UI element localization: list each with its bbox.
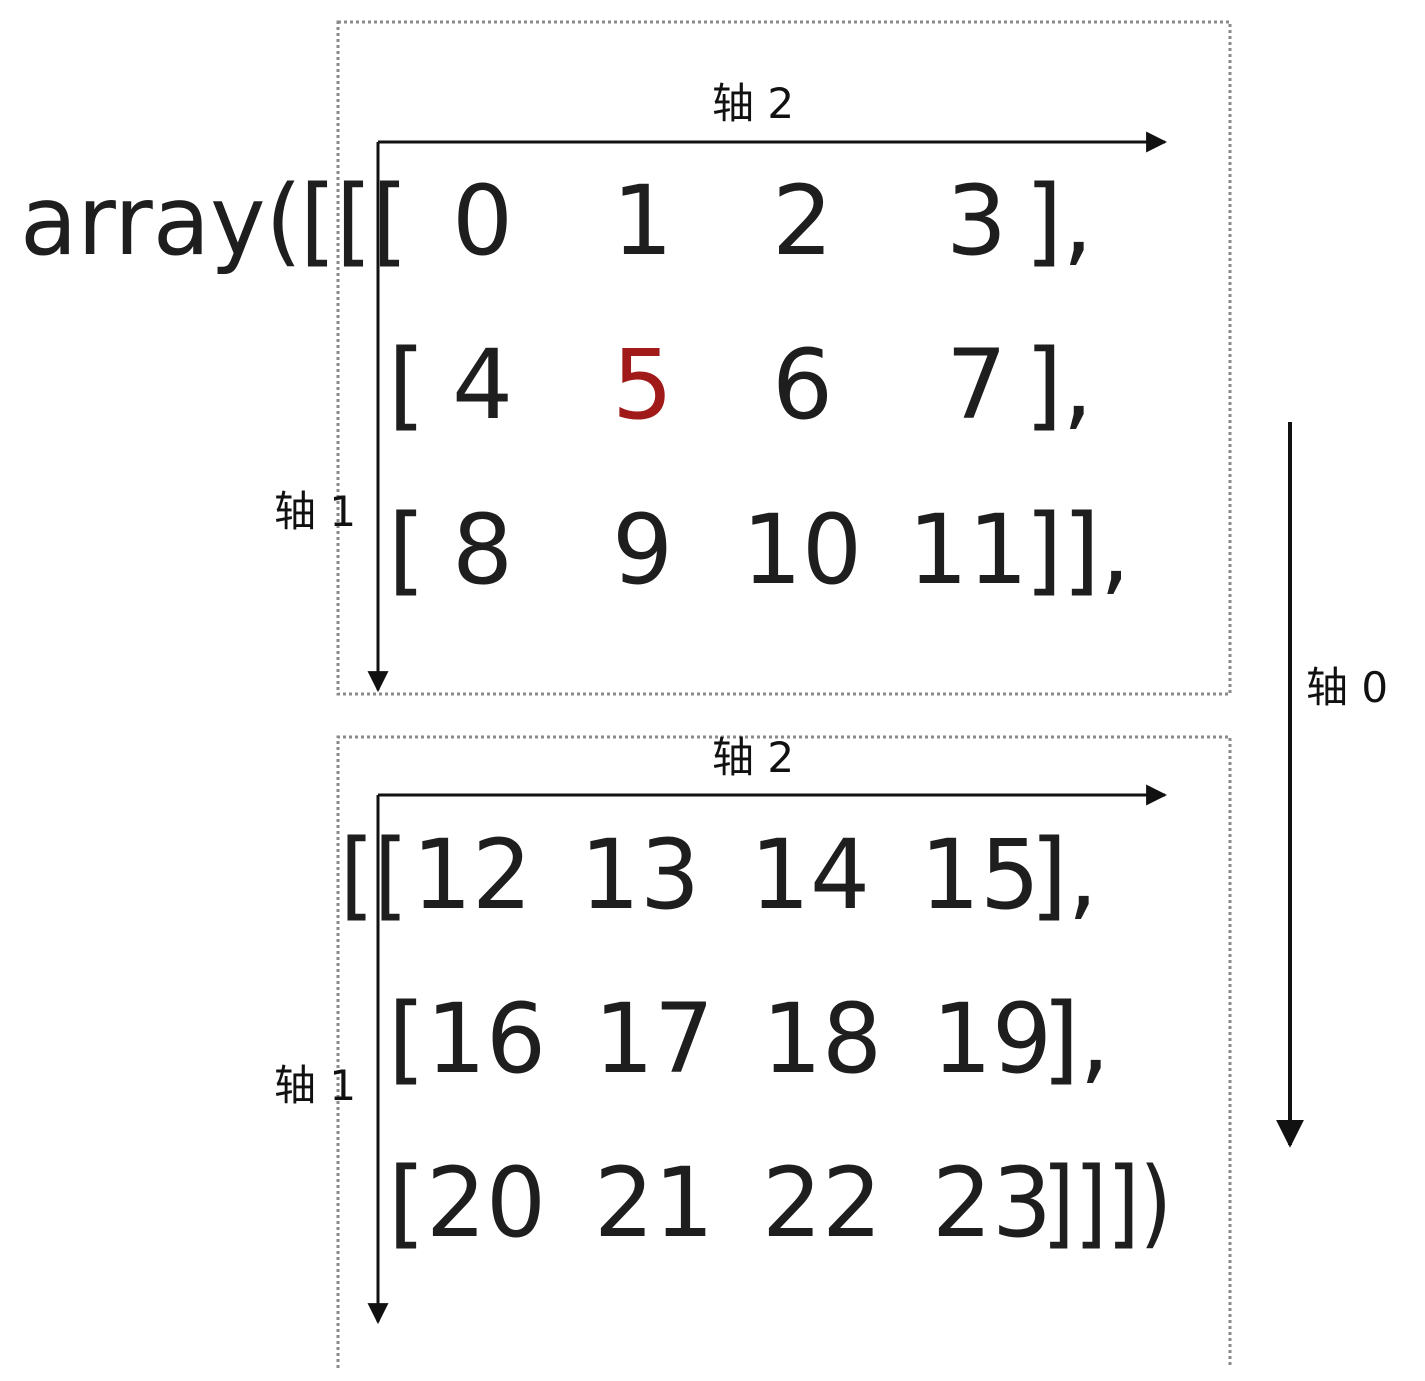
row-open-bracket: [[ (340, 819, 408, 931)
cell-19: 19 (932, 983, 1052, 1095)
cell-13: 13 (580, 819, 700, 931)
row-open-bracket: [ (388, 1147, 425, 1259)
row-close-bracket: ]]]) (1042, 1147, 1172, 1259)
cell-14: 14 (750, 819, 870, 931)
block-1-box (336, 735, 1232, 1368)
cell-9: 9 (612, 494, 673, 606)
array-prefix: array( (20, 165, 302, 277)
block-1: [[ 12 13 14 15 ], [ 16 17 18 19 ], [ 20 … (340, 819, 1172, 1259)
row-open-bracket: [ (388, 494, 425, 606)
cell-0: 0 (452, 165, 513, 277)
block-0: [[[ 0 1 2 3 ], [ 4 5 6 7 ], [ 8 9 10 11 … (300, 165, 1130, 606)
row-close-bracket: ]], (1025, 494, 1130, 606)
cell-4: 4 (452, 329, 513, 441)
axis-0-label: 轴 0 (1306, 663, 1388, 712)
cell-16: 16 (426, 983, 546, 1095)
cell-7: 7 (946, 329, 1007, 441)
block-0-axis-1-label: 轴 1 (274, 487, 356, 536)
cell-15: 15 (920, 819, 1040, 931)
block-0-axis-2-label: 轴 2 (712, 79, 794, 128)
cell-21: 21 (594, 1147, 714, 1259)
row-close-bracket: ], (1025, 329, 1093, 441)
cell-2: 2 (772, 165, 833, 277)
cell-5-highlight: 5 (612, 329, 673, 441)
cell-8: 8 (452, 494, 513, 606)
cell-18: 18 (762, 983, 882, 1095)
cell-11: 11 (908, 494, 1028, 606)
block-0-box (336, 20, 1232, 696)
row-close-bracket: ], (1042, 983, 1110, 1095)
block-1-axis-2-label: 轴 2 (712, 733, 794, 782)
cell-17: 17 (594, 983, 714, 1095)
row-close-bracket: ], (1025, 165, 1093, 277)
block-1-axis-1-label: 轴 1 (274, 1061, 356, 1110)
row-open-bracket: [ (388, 983, 425, 1095)
cell-6: 6 (772, 329, 833, 441)
cell-20: 20 (426, 1147, 546, 1259)
cell-23: 23 (932, 1147, 1052, 1259)
row-open-bracket: [[[ (300, 165, 408, 277)
cell-3: 3 (946, 165, 1007, 277)
cell-1: 1 (612, 165, 673, 277)
row-close-bracket: ], (1030, 819, 1098, 931)
cell-10: 10 (742, 494, 862, 606)
cell-12: 12 (412, 819, 532, 931)
row-open-bracket: [ (388, 329, 425, 441)
cell-22: 22 (762, 1147, 882, 1259)
